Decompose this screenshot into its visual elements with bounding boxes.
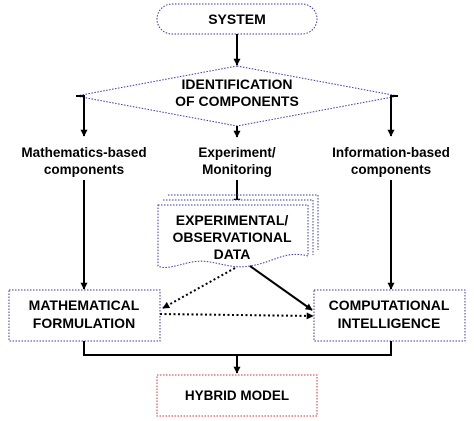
data-document-line2: OBSERVATIONAL [172, 229, 291, 245]
intelligence-line1: COMPUTATIONAL [329, 297, 450, 313]
computational-intelligence-box: COMPUTATIONAL INTELLIGENCE [313, 289, 466, 342]
data-document-line3: DATA [214, 246, 251, 262]
identification-label-line2: OF COMPONENTS [175, 93, 299, 109]
data-document-line1: EXPERIMENTAL/ [176, 212, 289, 228]
math-formulation-line2: FORMULATION [33, 315, 135, 331]
branch-right-label: Information-based components [332, 145, 450, 177]
identification-node: IDENTIFICATION OF COMPONENTS [75, 65, 399, 127]
hybrid-model-label: HYBRID MODEL [185, 388, 289, 403]
branch-right-connector [387, 95, 398, 137]
information-based-line1: Information-based [332, 145, 450, 160]
mathematical-formulation-box: MATHEMATICAL FORMULATION [8, 289, 161, 342]
branch-middle-label: Experiment/ Monitoring [198, 145, 276, 177]
merge-connector [83, 341, 392, 356]
identification-label-line1: IDENTIFICATION [182, 76, 293, 92]
mathematics-based-line2: components [44, 162, 124, 177]
dotted-arrow-data-to-formulation [162, 267, 236, 309]
dotted-arrow-formulation-to-intelligence [159, 312, 314, 320]
mathematics-based-line1: Mathematics-based [21, 145, 146, 160]
hybrid-model-box: HYBRID MODEL [156, 374, 318, 417]
information-based-line2: components [351, 162, 431, 177]
experiment-line2: Monitoring [202, 162, 272, 177]
experiment-line1: Experiment/ [198, 145, 276, 160]
intelligence-line2: INTELLIGENCE [338, 315, 441, 331]
system-node: SYSTEM [156, 3, 318, 35]
arrow-data-to-intelligence [249, 265, 313, 311]
experimental-data-document: EXPERIMENTAL/ OBSERVATIONAL DATA [157, 194, 319, 268]
system-label: SYSTEM [208, 11, 266, 27]
math-formulation-line1: MATHEMATICAL [29, 297, 140, 313]
branch-left-label: Mathematics-based components [21, 145, 146, 177]
branch-left-connector [76, 95, 88, 137]
